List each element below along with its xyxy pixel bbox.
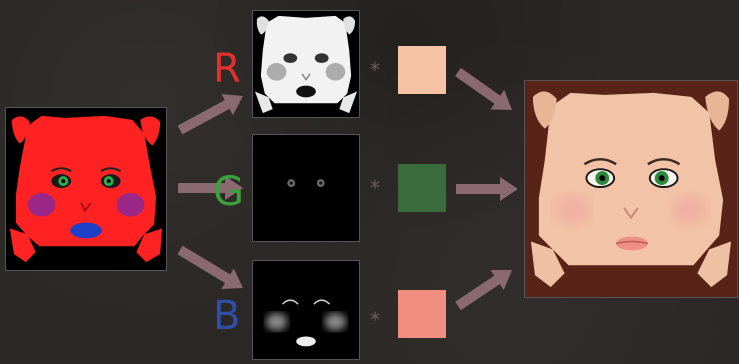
r-channel-label: R (213, 49, 241, 89)
result-texture (524, 80, 738, 298)
g-channel-texture (252, 134, 360, 242)
arrow-g-to-result (456, 177, 518, 201)
result-face (525, 81, 737, 297)
b-channel-face (253, 261, 359, 359)
r-multiply-operator: * (370, 60, 380, 80)
r-channel-texture (252, 10, 360, 118)
g-channel-label: G (213, 172, 244, 212)
g-channel-face (253, 135, 359, 241)
b-multiply-operator: * (370, 310, 380, 330)
g-color-swatch (398, 164, 446, 212)
source-mask-face (6, 108, 166, 270)
g-multiply-operator: * (370, 178, 380, 198)
b-color-swatch (398, 290, 446, 338)
arrow-source-to-b (177, 246, 243, 289)
arrow-source-to-r (178, 94, 243, 134)
arrow-r-to-result (455, 68, 512, 110)
b-channel-texture (252, 260, 360, 360)
r-color-swatch (398, 46, 446, 94)
r-channel-face (253, 11, 359, 117)
arrow-b-to-result (455, 270, 512, 310)
b-channel-label: B (213, 296, 240, 336)
source-mask-texture (5, 107, 167, 271)
